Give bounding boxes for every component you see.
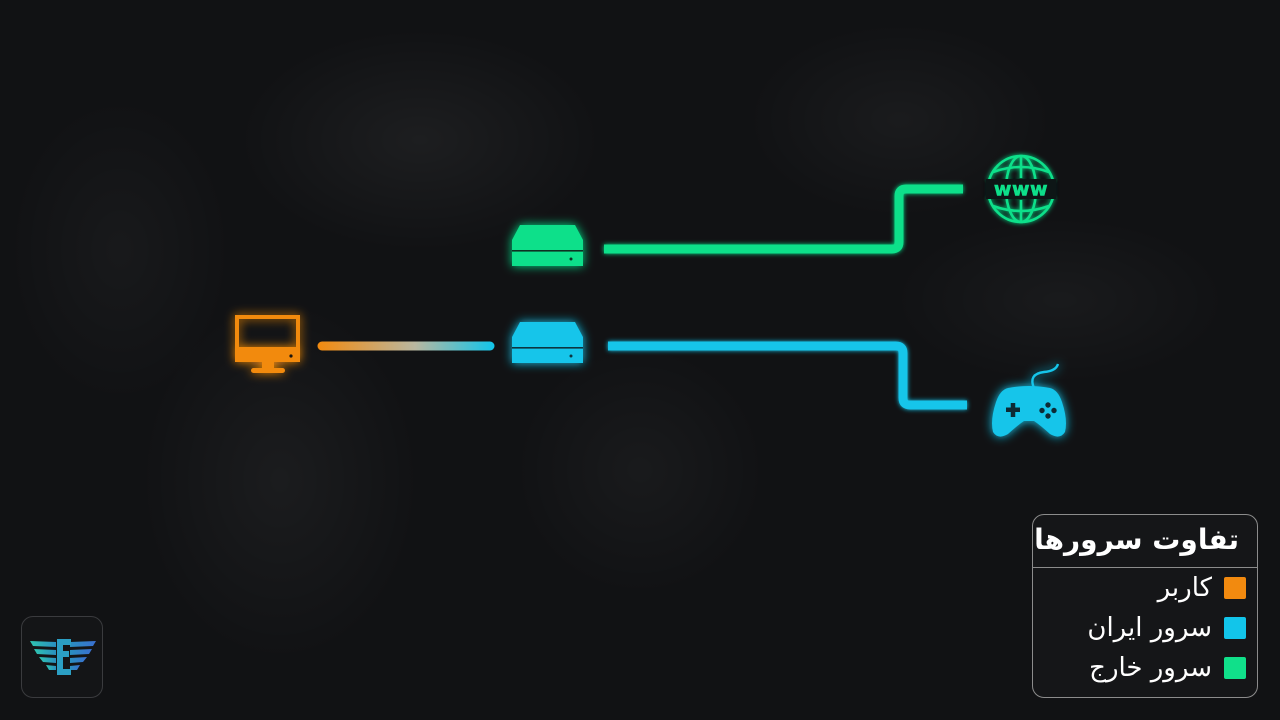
iran-to-game-link	[608, 341, 967, 410]
legend-item-label: کاربر	[1157, 573, 1212, 603]
foreign-server-icon	[512, 225, 583, 266]
legend-title: تفاوت سرورها	[1033, 515, 1257, 568]
foreign-to-internet-link	[604, 184, 963, 254]
legend-item-user: کاربر	[1033, 568, 1257, 608]
legend-swatch-user	[1224, 577, 1246, 599]
legend-item-label: سرور ایران	[1087, 613, 1212, 643]
globe-www-text: www	[994, 179, 1048, 201]
winged-e-logo-icon	[30, 639, 96, 675]
monitor-icon	[235, 315, 300, 373]
legend-swatch-foreign-server	[1224, 657, 1246, 679]
brand-logo	[21, 616, 103, 698]
legend-item-iran-server: سرور ایران	[1033, 608, 1257, 648]
iran-server-icon	[512, 322, 583, 363]
gamepad-icon	[992, 363, 1066, 437]
legend-item-label: سرور خارج	[1089, 653, 1212, 683]
legend-panel: تفاوت سرورها کاربر سرور ایران سرور خارج	[1032, 514, 1258, 698]
globe-www-icon: www	[986, 154, 1056, 224]
legend-item-foreign-server: سرور خارج	[1033, 648, 1257, 688]
legend-swatch-iran-server	[1224, 617, 1246, 639]
